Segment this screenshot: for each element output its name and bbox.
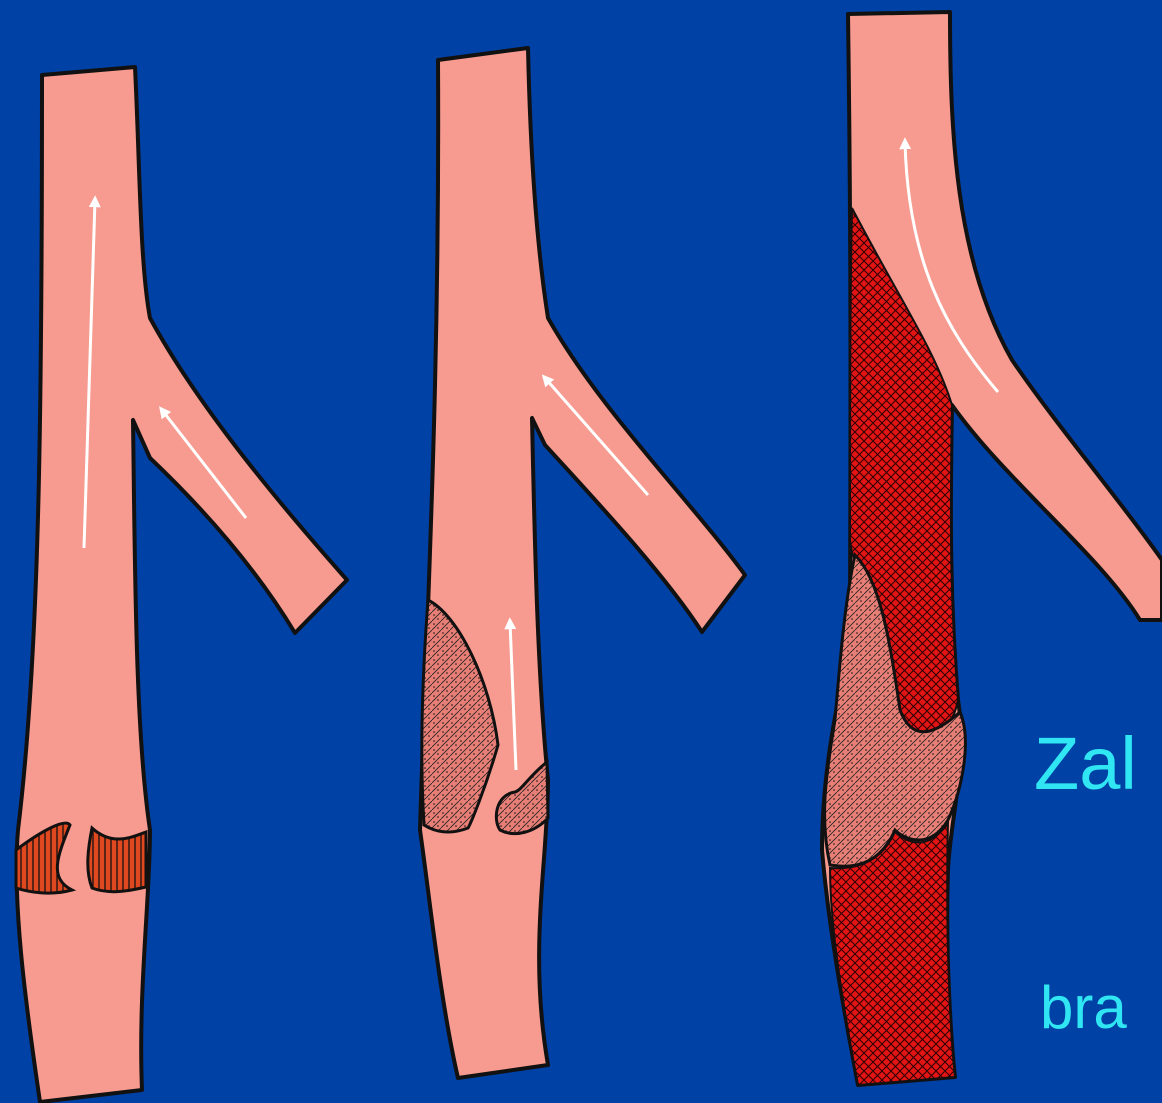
vein-thrombus-in-valve-pocket: [420, 48, 745, 1078]
caption-line-2: bra: [1040, 978, 1127, 1038]
vein-wall: [420, 48, 745, 1078]
vein-propagated-occlusive-thrombus: [822, 12, 1162, 1085]
vein-wall: [17, 67, 347, 1102]
normal-vein-open-valve: [16, 67, 347, 1102]
caption-line-1: Zal: [1034, 727, 1137, 801]
valve-cusp-right: [88, 828, 146, 892]
